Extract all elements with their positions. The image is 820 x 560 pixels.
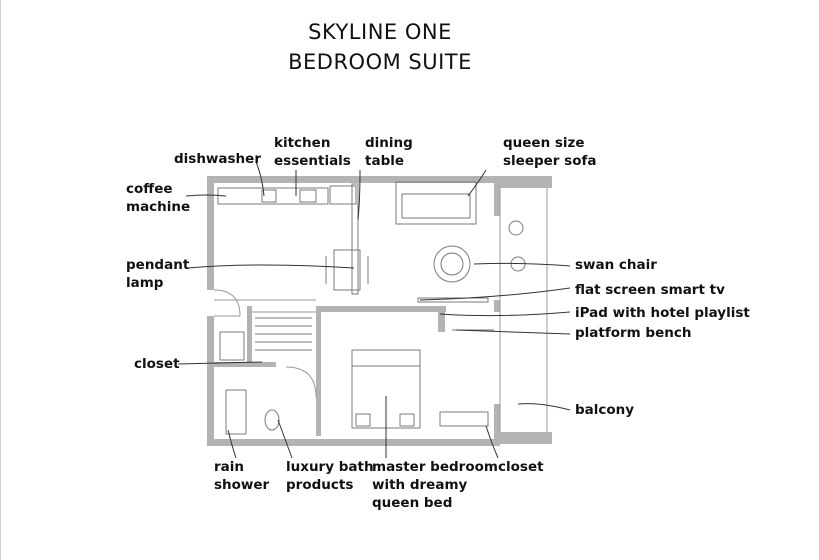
label-dishwasher: dishwasher — [174, 151, 261, 167]
label-dining-table: dining table — [365, 135, 413, 169]
label-smart-tv: flat screen smart tv — [575, 282, 725, 298]
title-line-2: BEDROOM SUITE — [288, 50, 472, 74]
label-kitchen-essentials: kitchen essentials — [274, 135, 351, 169]
furniture — [217, 181, 526, 435]
label-swan-chair: swan chair — [575, 257, 657, 273]
label-bath-products: luxury bath products — [286, 459, 374, 493]
label-pendant-lamp: pendant lamp — [126, 257, 190, 291]
label-coffee-machine: coffee machine — [126, 181, 191, 215]
label-sleeper-sofa: queen size sleeper sofa — [503, 135, 597, 169]
label-platform-bench: platform bench — [575, 325, 692, 341]
page-border-left — [0, 0, 1, 560]
label-closet-bottom: closet — [498, 459, 544, 475]
walls — [207, 176, 552, 446]
label-master-bedroom: master bedroom with dreamy queen bed — [372, 459, 498, 511]
title-line-1: SKYLINE ONE — [308, 20, 452, 44]
leader-lines — [177, 161, 571, 459]
label-closet-left: closet — [134, 356, 180, 372]
label-ipad: iPad with hotel playlist — [575, 305, 750, 321]
label-balcony: balcony — [575, 402, 635, 418]
label-rain-shower: rain shower — [214, 459, 270, 493]
